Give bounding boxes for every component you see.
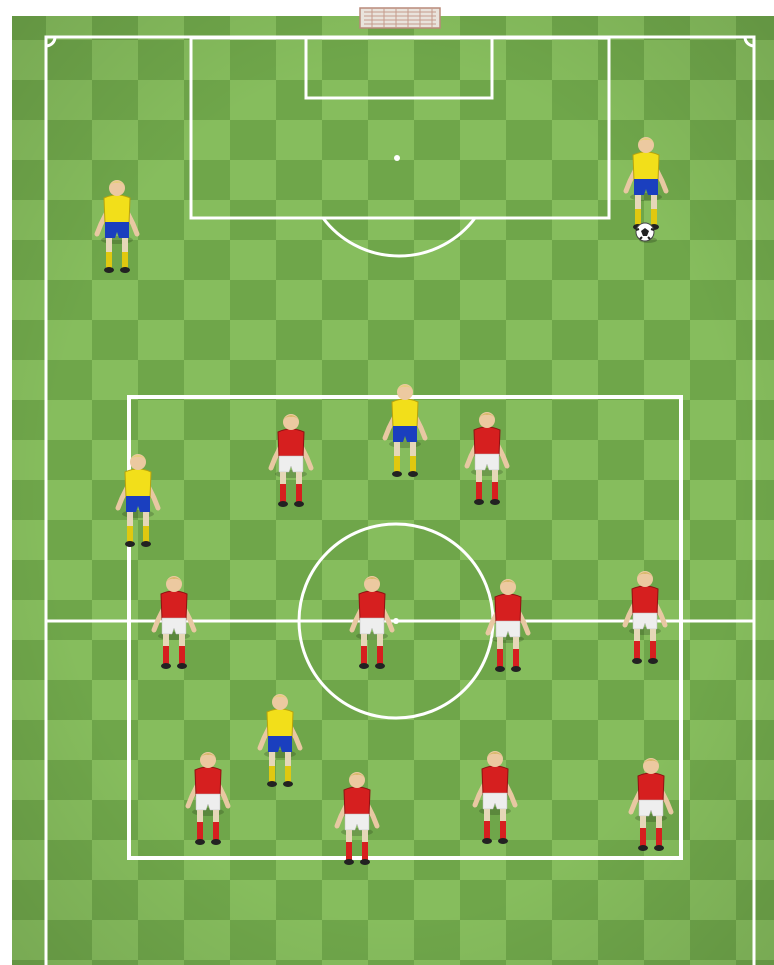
goal [360, 8, 440, 28]
center-spot [393, 618, 399, 624]
penalty-spot [394, 155, 400, 161]
